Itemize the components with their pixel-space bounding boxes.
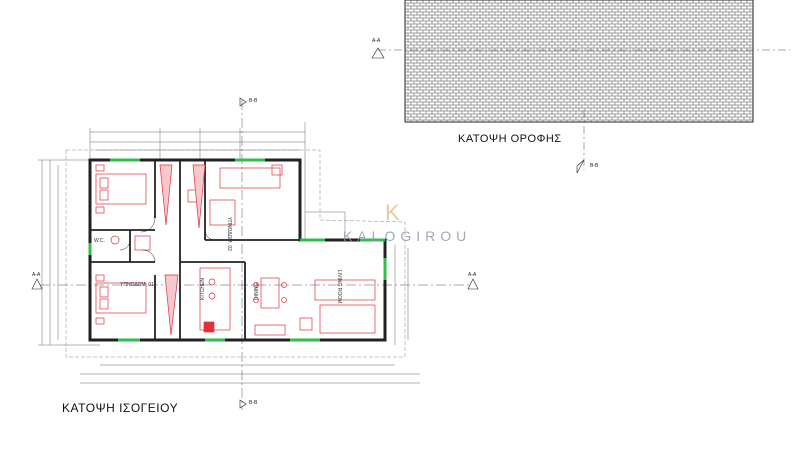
room-label-bedroom-2: ΥΠΝΟΔΩΜ. 02 (226, 217, 232, 251)
furniture (95, 164, 376, 336)
roof-plan (371, 0, 790, 174)
windows (88, 158, 387, 342)
section-label-bb-roof: B-B (590, 163, 599, 169)
roof-tile-lines (404, 0, 753, 122)
section-label-bb-top: B-B (249, 98, 258, 104)
room-label-kitchen: KITCHEN (200, 278, 206, 300)
interior-walls (90, 160, 300, 340)
roof-overhang-outline (65, 149, 406, 358)
roof-section-marker-aa (371, 47, 385, 59)
roof-tile-hatch (404, 0, 753, 122)
section-label-bb-bottom: B-B (249, 400, 258, 406)
room-label-bedroom-1: ΥΠΝΟΔΩΜ. 01 (120, 282, 154, 288)
ground-plan-caption: ΚΑΤΟΨΗ ΙΣΟΓΕΙΟΥ (62, 401, 179, 415)
watermark-logo-mark: K (385, 200, 400, 225)
room-label-living: LIVING ROOM (336, 270, 342, 304)
section-label-aa-left: A-A (32, 272, 41, 278)
watermark-text: KALOGIROU (343, 228, 472, 244)
roof-plan-caption: ΚΑΤΟΨΗ ΟΡΟΦΗΣ (458, 133, 562, 145)
room-label-wc: W.C. (94, 238, 105, 244)
section-label-aa-roof: A-A (372, 38, 381, 44)
roof-section-marker-bb (576, 159, 585, 174)
dimension-lines (38, 122, 420, 384)
room-label-dining: DINING (254, 282, 260, 301)
doors (119, 217, 216, 263)
section-label-aa-right: A-A (468, 272, 477, 278)
section-markers (31, 97, 479, 409)
section-lines (40, 100, 470, 410)
